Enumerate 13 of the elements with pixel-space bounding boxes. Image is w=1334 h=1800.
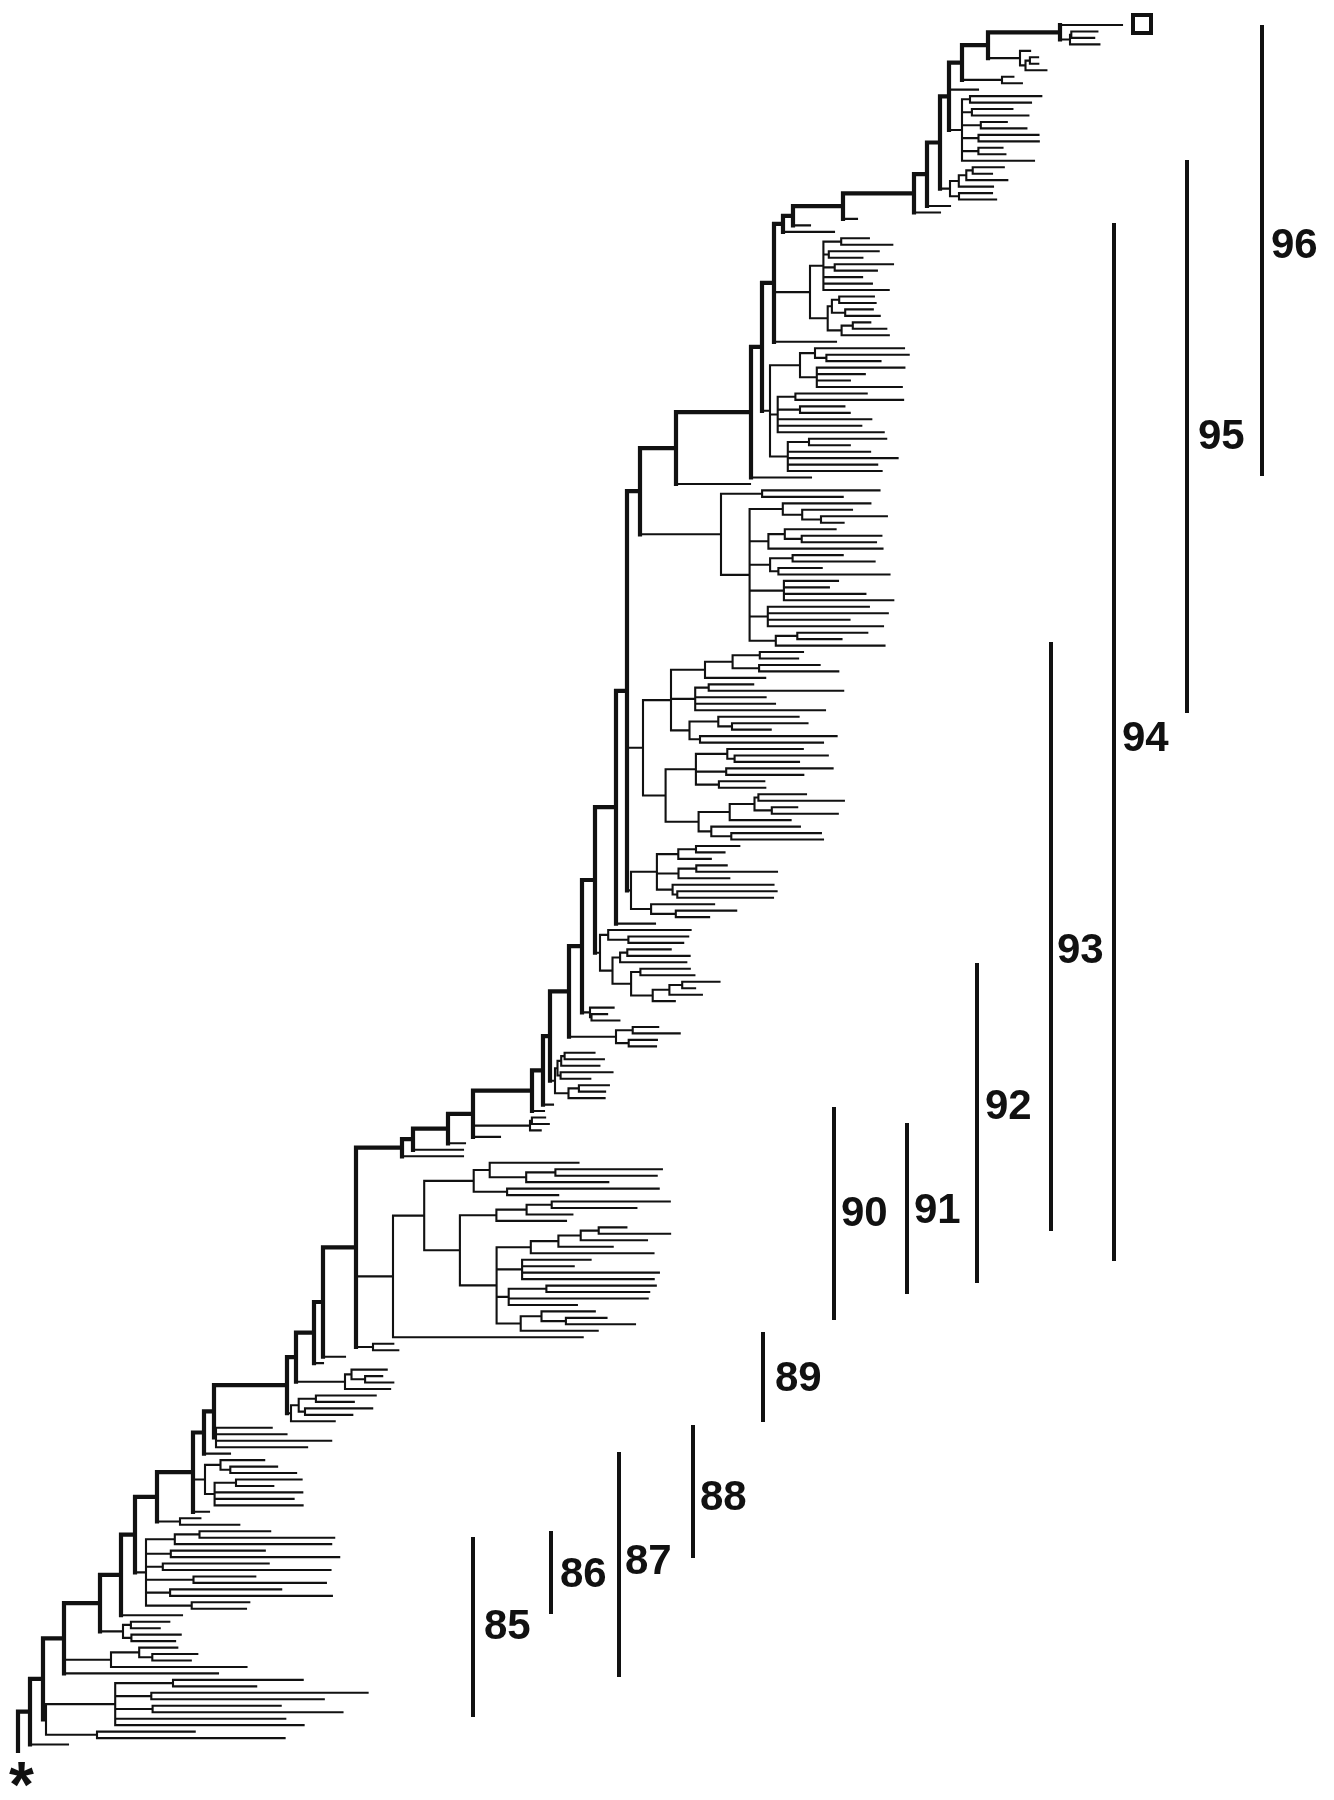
year-label: 86 bbox=[560, 1552, 607, 1594]
year-label: 87 bbox=[625, 1539, 672, 1581]
year-label: 89 bbox=[775, 1356, 822, 1398]
year-label: 88 bbox=[700, 1475, 747, 1517]
year-label: 95 bbox=[1198, 414, 1245, 456]
year-label: 85 bbox=[484, 1604, 531, 1646]
year-label: 92 bbox=[985, 1084, 1032, 1126]
year-label: 96 bbox=[1271, 223, 1318, 265]
year-label: 93 bbox=[1057, 928, 1104, 970]
year-label: 90 bbox=[841, 1191, 888, 1233]
year-label: 94 bbox=[1122, 716, 1169, 758]
year-label: 91 bbox=[914, 1188, 961, 1230]
asterisk-mark: * bbox=[9, 1760, 34, 1786]
